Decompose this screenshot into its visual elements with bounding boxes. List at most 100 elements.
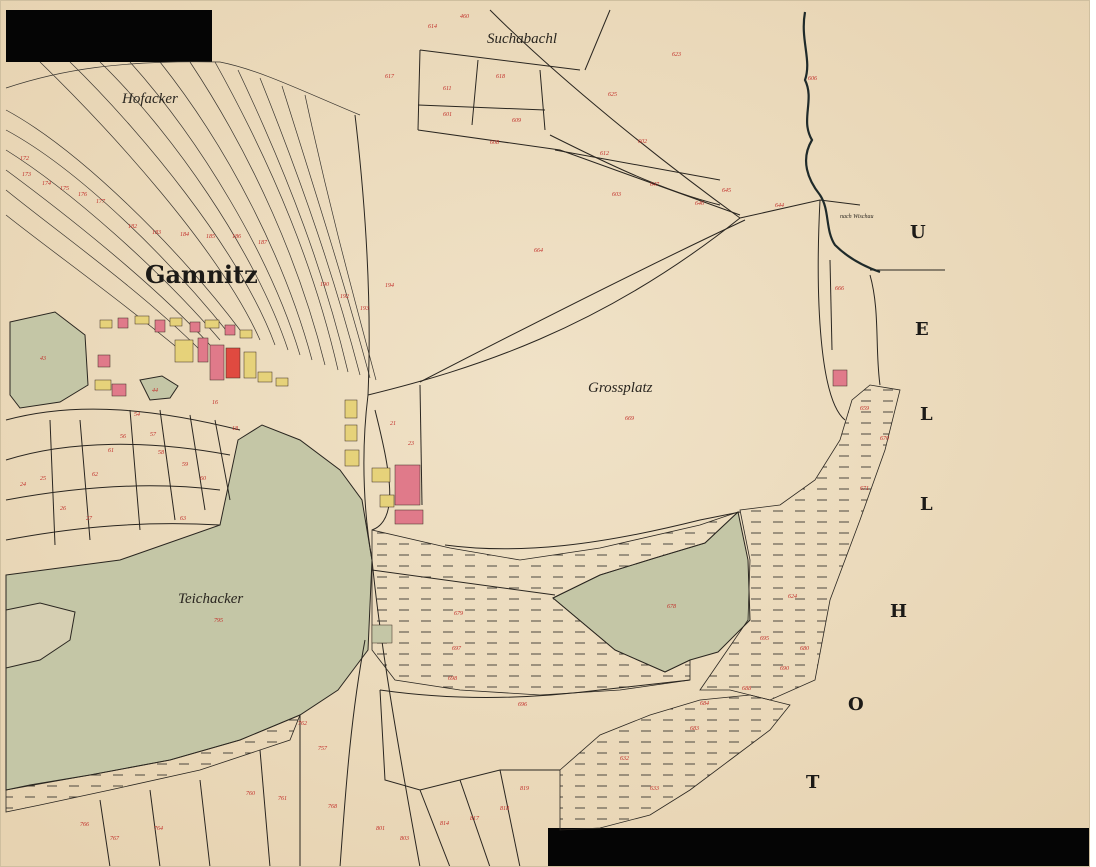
meadow-small [139, 375, 179, 401]
region-letter: O [848, 694, 864, 715]
parcel-number: 62 [92, 472, 98, 478]
parcel-number: 684 [700, 700, 709, 707]
parcel-number: 56 [120, 434, 126, 440]
marsh-southeast [559, 694, 791, 831]
parcel-number: 683 [690, 726, 699, 732]
parcel-number: 602 [638, 139, 647, 145]
parcel-number: 194 [385, 282, 394, 289]
parcel-number: 679 [454, 611, 463, 617]
scan-mask-top-left [6, 10, 212, 62]
parcel-number: 819 [520, 786, 529, 792]
region-letter: L [920, 494, 933, 515]
parcel-number: 695 [760, 636, 769, 642]
parcel-number: 760 [246, 791, 255, 797]
parcel-number: 671 [860, 486, 869, 492]
parcel-number: 183 [152, 230, 161, 236]
parcel-number: 818 [500, 806, 509, 812]
meadow-west [9, 311, 89, 409]
parcel-number: 184 [180, 231, 189, 238]
field-boundaries [5, 9, 945, 867]
parcel-number: 58 [158, 450, 164, 456]
road-south-2 [339, 639, 366, 867]
road-note-label: nach Wischau [840, 214, 874, 220]
parcel-number: 618 [496, 74, 505, 80]
road-diagonal-2 [419, 219, 746, 383]
village-buildings [94, 315, 848, 644]
parcel-number: 617 [385, 74, 395, 80]
parcel-number: 609 [512, 118, 521, 124]
parcel-number: 632 [620, 756, 629, 762]
parcel-number: 767 [110, 836, 120, 842]
scan-mask-bottom-right [548, 828, 1096, 867]
parcel-number: 601 [443, 112, 452, 118]
parcel-number: 762 [298, 721, 307, 727]
parcel-number: 625 [608, 92, 617, 98]
parcel-number: 803 [400, 836, 409, 842]
field-label-grossplatz: Grossplatz [588, 380, 653, 396]
parcel-number: 795 [214, 618, 223, 624]
parcel-number: 697 [452, 646, 462, 652]
parcel-number: 664 [534, 247, 543, 254]
parcel-number: 698 [448, 676, 457, 682]
marsh-southwest [5, 714, 301, 813]
region-letter: E [915, 319, 929, 340]
parcel-number: 646 [695, 200, 704, 207]
field-label-teichacker: Teichacker [178, 591, 243, 607]
parcel-number: 612 [600, 151, 609, 157]
parcel-number: 817 [470, 816, 480, 822]
parcel-number: 680 [800, 646, 809, 652]
parcel-numbers: 460 614 617 618 611 612 609 608 603 601 … [20, 13, 889, 842]
parcel-number: 185 [206, 234, 215, 240]
parcel-number: 624 [788, 593, 797, 600]
parcel-number: 645 [722, 187, 731, 194]
marsh-central [371, 511, 739, 696]
parcel-number: 768 [328, 804, 337, 810]
parcel-number: 24 [20, 481, 26, 488]
parcel-number: 174 [42, 180, 51, 187]
region-letter: T [806, 772, 820, 793]
parcel-number: 690 [780, 666, 789, 672]
parcel-number: 25 [40, 476, 46, 482]
parcel-number: 614 [428, 23, 437, 30]
parcel-number: 187 [258, 240, 268, 246]
region-letter: L [920, 404, 933, 425]
parcel-number: 173 [22, 172, 31, 178]
village-label: Gamnitz [145, 260, 258, 289]
parcel-number: 696 [518, 702, 527, 708]
field-label-hofacker: Hofacker [121, 91, 178, 107]
grossplatz-east-edge [817, 199, 846, 421]
parcel-number: 60 [200, 476, 206, 482]
scan-mask-top-right [1090, 0, 1096, 867]
road-to-south [371, 559, 421, 867]
parcel-number: 611 [443, 86, 452, 92]
region-letter: U [910, 222, 926, 243]
road-diagonal [367, 217, 741, 396]
parcel-number: 54 [134, 411, 140, 418]
parcel-number: 43 [40, 355, 46, 362]
parcel-number: 177 [96, 199, 106, 205]
parcel-number: 27 [86, 516, 93, 522]
parcel-number: 193 [360, 306, 369, 312]
parcel-number: 766 [80, 822, 89, 828]
parcel-number: 688 [742, 686, 751, 692]
parcel-number: 172 [20, 156, 29, 162]
parcel-number: 801 [376, 826, 385, 832]
parcel-number: 63 [180, 516, 186, 522]
parcel-number: 814 [440, 820, 449, 827]
stream-east [802, 11, 881, 274]
parcel-number: 666 [835, 286, 844, 292]
parcel-number: 192 [340, 294, 349, 300]
parcel-number: 59 [182, 462, 188, 468]
parcel-number: 61 [108, 448, 114, 454]
parcel-number: 644 [775, 202, 784, 209]
road-north-east [489, 9, 741, 219]
parcel-number: 757 [318, 746, 328, 752]
parcel-number: 764 [154, 825, 163, 832]
meadow-west-lower [5, 602, 76, 669]
parcel-number: 182 [128, 224, 137, 230]
marsh-east [699, 384, 901, 701]
parcel-number: 623 [672, 52, 681, 58]
region-letter: H [890, 601, 907, 622]
marsh-areas [5, 384, 901, 831]
